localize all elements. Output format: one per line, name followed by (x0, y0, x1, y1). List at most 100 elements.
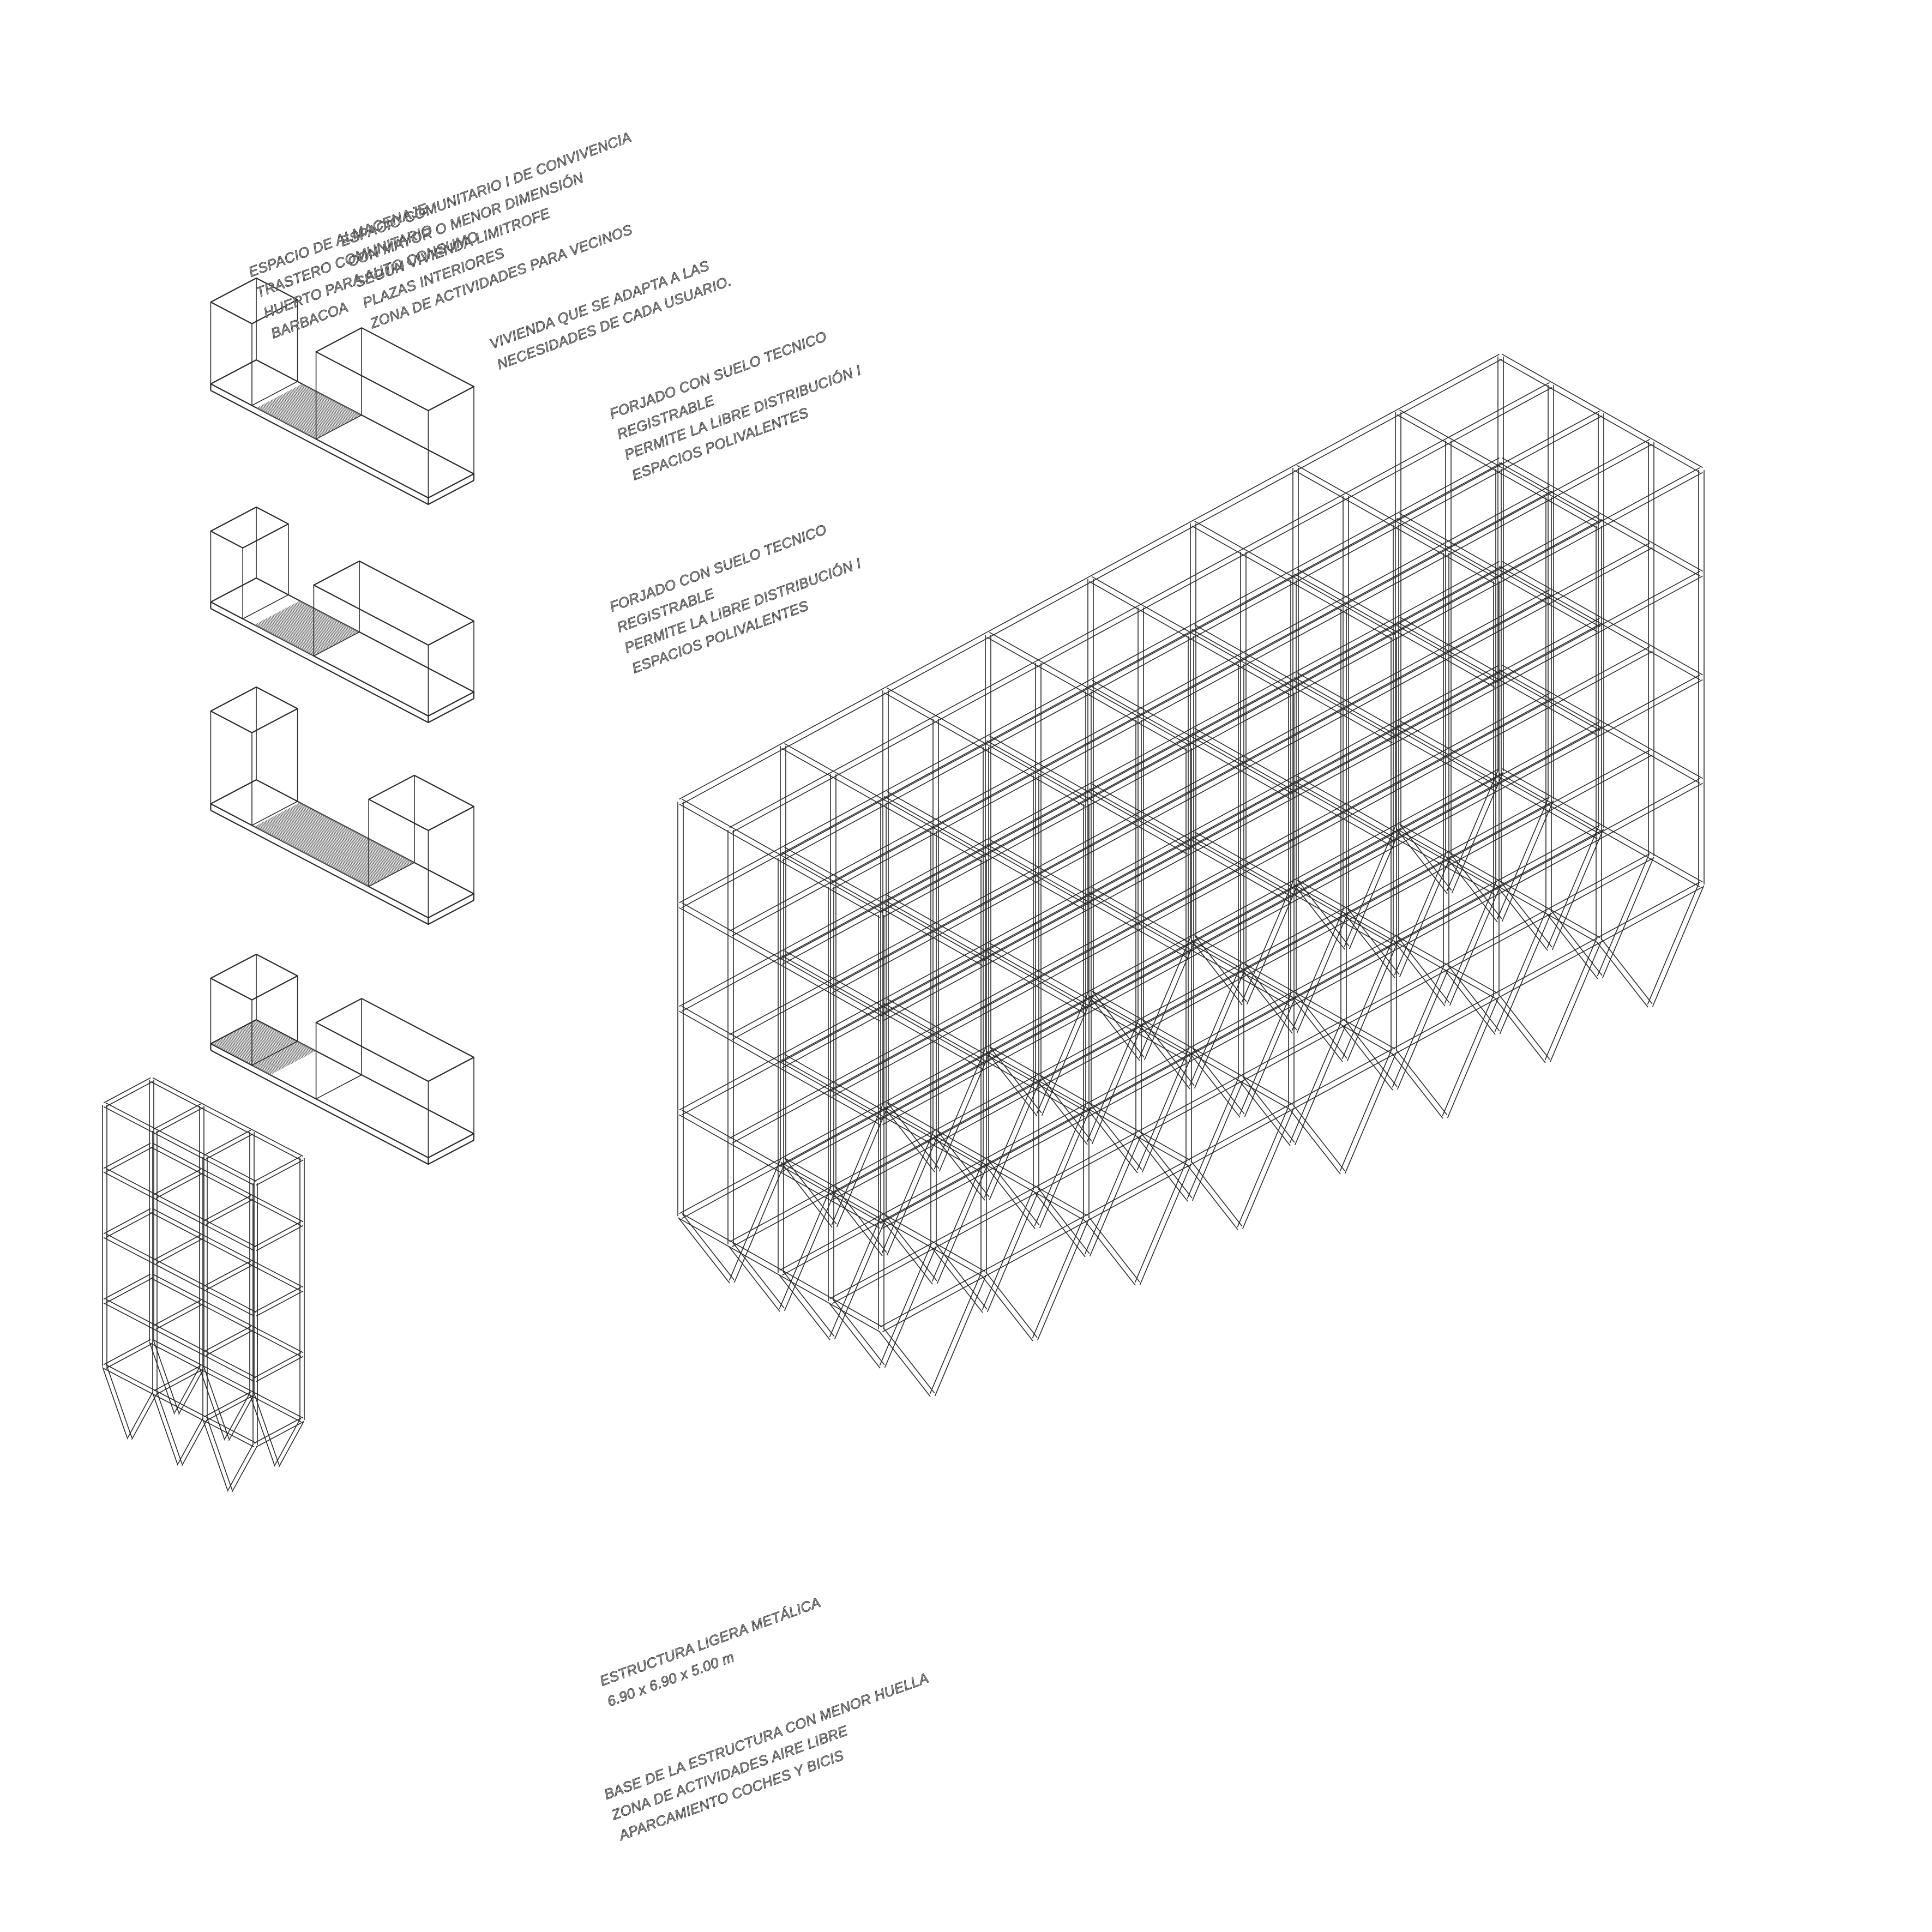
building-frame-member (1392, 966, 1445, 1088)
building-frame-member (1398, 937, 1450, 1003)
building-frame-member (1397, 832, 1448, 862)
building-frame-member (1190, 939, 1243, 1006)
building-frame-member (1345, 605, 1395, 635)
building-frame-member (1347, 493, 1398, 523)
building-frame-member (1395, 1049, 1448, 1116)
structure-member (153, 1169, 201, 1195)
building-frame-member (989, 942, 1040, 972)
building-frame-member (1449, 387, 1552, 444)
building-frame-member (1652, 646, 1703, 676)
building-frame-member (1397, 414, 1447, 444)
building-frame-member (732, 1241, 783, 1271)
building-frame-member (1239, 977, 1290, 1007)
structure-member (203, 1129, 251, 1156)
building-frame-member (987, 847, 1038, 877)
community-floor-hatch (245, 1025, 305, 1057)
building-frame-member (1600, 783, 1703, 840)
building-frame-member (834, 720, 937, 778)
building-frame-member (830, 1190, 883, 1256)
building-frame-member (1499, 358, 1550, 388)
building-frame-member (1397, 936, 1448, 966)
building-frame-member (984, 1076, 1037, 1198)
building-frame-member (1447, 860, 1498, 890)
building-frame-member (884, 1046, 987, 1103)
structure-member (207, 1418, 233, 1490)
building-frame-member (887, 1103, 940, 1169)
structure-member (206, 1416, 257, 1444)
building-frame-member (1297, 879, 1347, 909)
building-frame-member (1037, 1187, 1088, 1217)
building-frame-member (1295, 888, 1345, 918)
community-floor-hatch (215, 1040, 276, 1073)
community-floor-hatch (275, 613, 335, 645)
building-frame-member (1547, 853, 1650, 910)
building-frame-member (779, 1067, 830, 1097)
building-frame-member (1502, 457, 1552, 487)
building-frame-member (679, 803, 730, 833)
building-frame-member (682, 1214, 735, 1280)
building-frame-member (1447, 964, 1498, 994)
building-frame-member (1293, 1105, 1345, 1171)
building-frame-member (987, 744, 1038, 774)
building-frame-member (1650, 547, 1700, 577)
building-frame-member (679, 1157, 782, 1214)
building-frame-member (935, 1243, 988, 1310)
building-frame-member (1289, 1021, 1342, 1143)
structure-member (103, 1106, 154, 1134)
structure-member (206, 1395, 254, 1422)
building-frame-member (1297, 414, 1400, 471)
building-frame-member (1447, 996, 1500, 1118)
building-frame-member (1602, 824, 1653, 854)
building-frame-member (882, 861, 985, 918)
building-frame-member (682, 798, 732, 828)
building-frame-member (1237, 1105, 1290, 1227)
building-frame-member (884, 1007, 935, 1037)
structure-member (202, 1365, 254, 1393)
building-frame-member (784, 1157, 835, 1187)
community-floor-hatch (266, 820, 381, 881)
structure-member (250, 1264, 302, 1292)
building-frame-member (1650, 858, 1700, 888)
building-frame-member (835, 1187, 887, 1253)
building-frame-member (937, 923, 988, 953)
building-frame-member (1186, 1164, 1238, 1230)
structure-member (150, 1146, 201, 1174)
building-frame-member (1342, 610, 1393, 640)
structure-member (155, 1259, 207, 1287)
community-floor-hatch (256, 623, 317, 655)
building-frame-member (887, 894, 937, 924)
community-floor-hatch (237, 1029, 298, 1061)
building-frame-member (1294, 616, 1397, 673)
building-frame-member (1295, 526, 1398, 583)
structure-member (224, 1392, 251, 1439)
building-frame-member (1242, 1075, 1293, 1105)
floor-slab (210, 810, 474, 925)
building-frame-member (880, 1271, 983, 1328)
structure-member (203, 1355, 255, 1382)
structure-member (254, 1417, 302, 1444)
building-frame-member (1391, 1052, 1443, 1119)
building-frame-member (1602, 721, 1653, 751)
community-floor-hatch (281, 812, 396, 873)
structure-member (153, 1394, 204, 1422)
building-frame-member (1244, 995, 1297, 1117)
building-frame-member (781, 1102, 884, 1159)
community-floor-hatch (260, 405, 321, 437)
building-frame-member (987, 1158, 1038, 1188)
building-frame-member (984, 1103, 1087, 1160)
building-frame-member (1502, 664, 1552, 694)
building-frame-member (884, 839, 987, 896)
building-frame-member (732, 776, 835, 833)
building-frame-member (989, 1046, 1040, 1076)
building-frame-member (982, 1215, 1085, 1272)
structure-member (106, 1365, 133, 1438)
building-frame-member (1451, 772, 1504, 894)
structure-member (206, 1220, 257, 1248)
community-floor-hatch (218, 1039, 279, 1071)
building-frame-member (987, 1055, 1038, 1085)
building-frame-member (1341, 937, 1394, 1060)
building-frame-member (884, 1110, 935, 1140)
building-frame-member (1090, 999, 1140, 1029)
structure-member (153, 1263, 204, 1291)
building-frame-member (884, 692, 935, 722)
